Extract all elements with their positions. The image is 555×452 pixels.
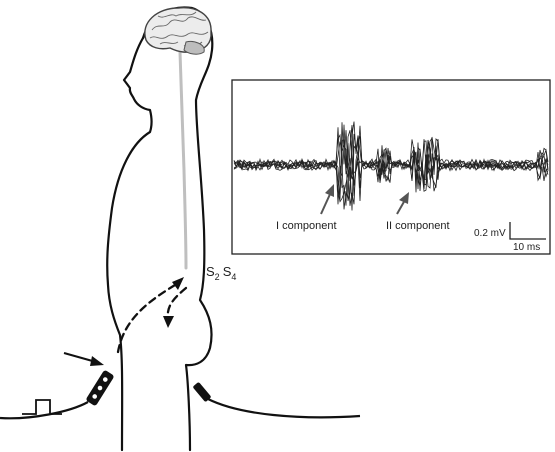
emg-trace [233,124,549,210]
afferent-pathway [116,280,182,354]
back-outline [141,6,214,452]
emg-traces [233,121,549,211]
recording-electrode-icon [193,382,361,419]
head-and-back-outline [106,36,153,452]
brain-icon [144,7,212,55]
stimulating-electrode-icon [0,370,114,420]
efferent-pathway [166,286,188,322]
spinal-cord [178,50,188,270]
component-2-arrow [396,192,409,215]
reflex-pathway [116,280,188,354]
component-1-arrow [320,184,334,215]
emg-trace [233,139,549,202]
scale-bar [509,222,546,240]
component-1-label: I component [276,220,337,232]
scale-voltage-label: 0.2 mV [474,228,506,239]
efferent-arrowhead [163,316,174,328]
afferent-arrowhead [172,277,184,290]
scale-time-label: 10 ms [513,242,540,253]
arrow-icon [63,352,104,366]
component-2-label: II component [386,220,450,232]
square-pulse-icon [22,399,62,415]
